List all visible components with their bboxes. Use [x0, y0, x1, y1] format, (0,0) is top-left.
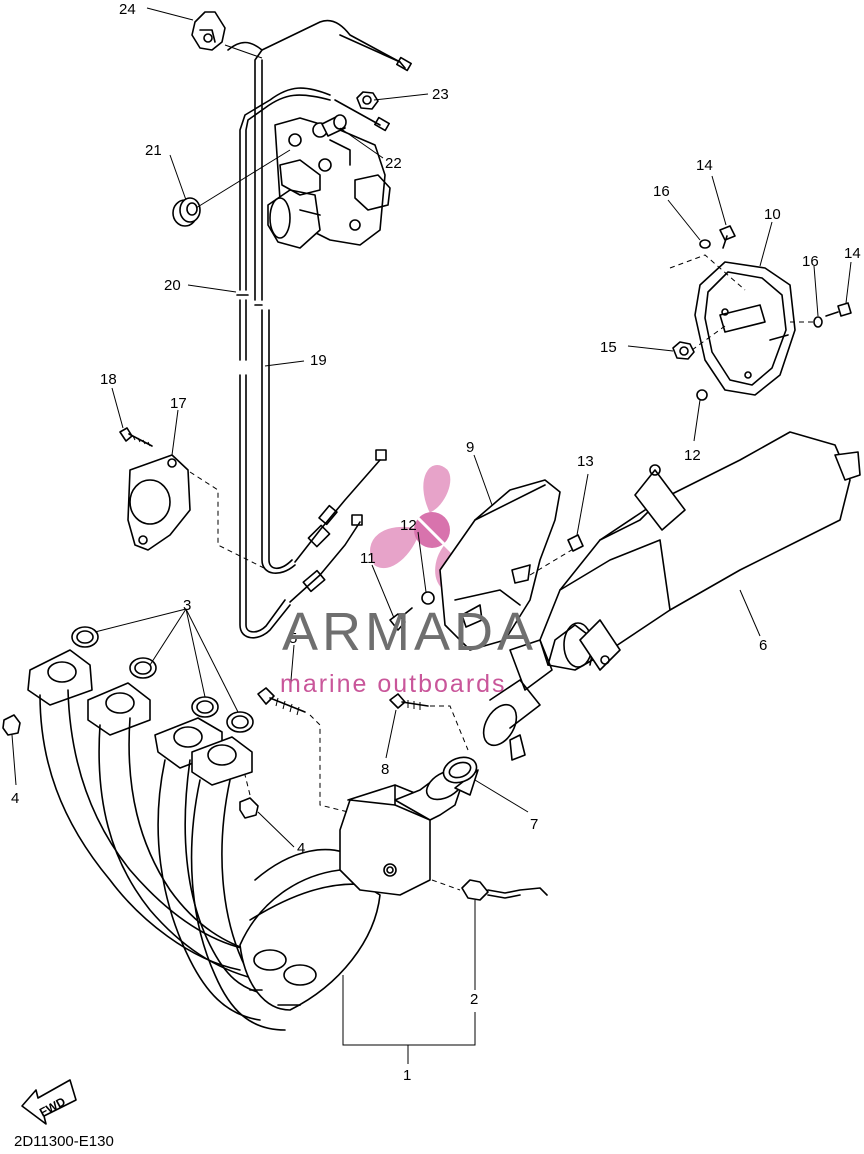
watermark: ARMADA marine outboards — [280, 602, 537, 698]
leader-lines — [11, 7, 852, 1064]
callout-labels: 24 23 22 21 20 19 18 17 16 14 10 16 14 1… — [11, 1, 861, 1084]
callout-19: 19 — [310, 352, 327, 369]
watermark-brand: ARMADA — [282, 602, 537, 662]
callout-14-upper: 14 — [696, 157, 713, 174]
part-21-grommet — [172, 197, 201, 227]
part-12-washer-right — [696, 389, 708, 401]
callout-15: 15 — [600, 339, 617, 356]
part-16-washer-upper — [699, 239, 711, 249]
callout-17: 17 — [170, 395, 187, 412]
part-23-nut — [356, 91, 379, 110]
part-17-bracket — [127, 454, 269, 571]
part-5-bolt — [257, 687, 349, 813]
callout-11: 11 — [360, 550, 376, 567]
callout-22: 22 — [385, 155, 402, 172]
callout-4-right: 4 — [297, 840, 305, 857]
callout-10: 10 — [764, 206, 781, 223]
callout-24: 24 — [119, 1, 136, 18]
part-3-gaskets — [71, 626, 254, 733]
part-24-clamp — [191, 11, 226, 51]
callout-6: 6 — [759, 637, 767, 654]
callout-14-lower: 14 — [844, 245, 861, 262]
callout-12-left: 12 — [400, 517, 417, 534]
part-10-cover — [669, 254, 815, 396]
servo-motor-assembly — [267, 117, 391, 249]
cable-19 — [239, 87, 331, 291]
part-16-washer-lower — [813, 316, 823, 328]
part-4-nut-right — [239, 774, 259, 819]
callout-7: 7 — [530, 816, 538, 833]
fwd-arrow: FWD — [21, 1079, 77, 1125]
callout-21: 21 — [145, 142, 162, 159]
part-1-exhaust-pipes — [27, 649, 479, 1031]
callout-23: 23 — [432, 86, 449, 103]
callout-3: 3 — [183, 597, 191, 614]
cable-20 — [227, 19, 401, 63]
callout-12-right: 12 — [684, 447, 701, 464]
callout-16-upper: 16 — [653, 183, 670, 200]
callout-20: 20 — [164, 277, 181, 294]
callout-8: 8 — [381, 761, 389, 778]
part-7-gasket — [442, 756, 478, 784]
logo-blade-left — [370, 526, 421, 568]
callout-1: 1 — [403, 1067, 411, 1084]
part-2-o2-sensor — [431, 879, 548, 901]
part-4-nut-left — [2, 714, 21, 736]
part-13-grommet — [567, 534, 584, 552]
part-9-heat-shield — [439, 479, 576, 651]
part-8-bolt — [389, 693, 469, 751]
cable-assembly — [227, 19, 412, 639]
callout-2: 2 — [470, 991, 478, 1008]
callout-18: 18 — [100, 371, 117, 388]
part-6-muffler — [482, 431, 861, 761]
callout-13: 13 — [577, 453, 594, 470]
callout-4-left: 4 — [11, 790, 19, 807]
callout-5: 5 — [289, 630, 297, 647]
part-14-screw-lower — [825, 302, 852, 317]
part-14-screw-upper — [719, 225, 736, 249]
part-15-nut — [672, 341, 695, 360]
part-22-collar — [312, 114, 347, 138]
part-18-bolt — [119, 427, 153, 447]
diagram-code: 2D11300-E130 — [14, 1133, 114, 1150]
logo-blade-top — [423, 465, 451, 513]
part-12-washer-left — [421, 591, 435, 605]
callout-16-lower: 16 — [802, 253, 819, 270]
watermark-tagline: marine outboards — [280, 670, 507, 698]
callout-9: 9 — [466, 439, 474, 456]
